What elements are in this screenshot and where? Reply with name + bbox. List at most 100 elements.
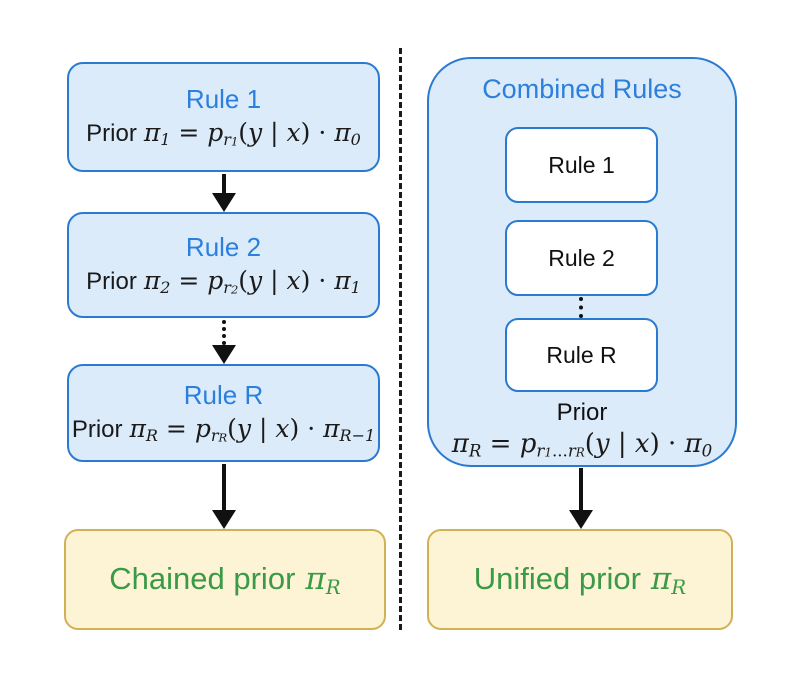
prior-label: Prior [71, 415, 123, 443]
prior-formula: πR = prR(y | x) · πR−1 [129, 413, 376, 446]
combined-rule-1-label: Rule 1 [548, 151, 615, 178]
math-token: ) [289, 413, 300, 443]
math-token: π [334, 265, 351, 295]
arrow-shaft-dotted [222, 320, 226, 345]
math-token: π [650, 561, 672, 597]
unified-prior-result-label: Unified prior [473, 561, 641, 596]
arrow-shaft [221, 174, 227, 193]
math-token: π [451, 429, 469, 459]
arrow-shaft [221, 464, 227, 510]
math-token: y [248, 117, 263, 147]
chained-prior-symbol: πR [305, 561, 340, 599]
arrow-head-icon [569, 510, 593, 529]
math-token: R−1 [339, 426, 376, 446]
combined-rule-2-box: Rule 2 [505, 220, 658, 296]
math-token: R [218, 430, 228, 445]
math-token: 0 [701, 441, 713, 461]
prior-formula: π1 = pr1(y | x) · π0 [143, 117, 361, 150]
chained-prior-label: Chained prior [109, 561, 296, 596]
math-token: 2 [230, 282, 239, 297]
math-token: R [325, 576, 341, 600]
math-token: ( [238, 265, 249, 295]
math-token: · [659, 429, 685, 459]
math-token: | [609, 429, 635, 459]
combined-rules-title: Combined Rules [482, 74, 682, 104]
math-token: | [262, 117, 287, 147]
math-token: x [286, 265, 301, 295]
math-token: ( [238, 117, 249, 147]
math-token: 1 [544, 445, 552, 460]
rule-1-title: Rule 1 [185, 84, 262, 115]
rule-2-title: Rule 2 [185, 232, 262, 263]
arrow-head-icon [212, 510, 236, 529]
arrow-shaft [578, 468, 584, 510]
math-token: π [143, 265, 161, 295]
math-token: r [210, 426, 219, 446]
math-token: ) [649, 429, 660, 459]
prior-label: Prior [86, 267, 137, 295]
math-token: r [223, 130, 231, 150]
math-token: ( [227, 413, 237, 443]
math-token: x [275, 413, 290, 443]
math-token: y [236, 413, 252, 443]
math-token: ( [584, 429, 595, 459]
prior-label: Prior [86, 119, 137, 147]
math-token: p [207, 265, 224, 295]
chained-prior-result-box: Chained prior πR [64, 529, 386, 630]
math-token: · [310, 265, 335, 295]
math-token: R [671, 576, 687, 600]
math-token: x [286, 117, 301, 147]
math-token: · [310, 117, 335, 147]
dashed-divider [399, 48, 402, 630]
math-token: r [536, 441, 545, 461]
math-token: = [157, 413, 195, 443]
unified-prior-result-box: Unified prior πR [427, 529, 733, 630]
combined-rule-1-box: Rule 1 [505, 127, 658, 203]
math-token: 1 [230, 134, 239, 149]
math-token: x [634, 429, 650, 459]
math-token: p [519, 429, 537, 459]
flow-arrow-3 [568, 468, 594, 529]
math-token: p [194, 413, 211, 443]
math-token: p [207, 117, 224, 147]
math-token: π [684, 429, 702, 459]
flow-arrow-dotted [211, 320, 237, 364]
math-token: y [594, 429, 610, 459]
math-token: r [567, 441, 576, 461]
unified-prior-result-symbol: πR [651, 561, 686, 599]
prior-formula: πR = pr1...rR(y | x) · π0 [451, 429, 713, 461]
math-token: 1 [160, 130, 171, 150]
math-token: r [223, 278, 231, 298]
math-token: = [170, 265, 208, 295]
math-token: = [170, 117, 208, 147]
math-token: 0 [350, 130, 361, 150]
math-token: R [145, 426, 158, 446]
combined-rule-R-box: Rule R [505, 318, 658, 392]
math-token: y [248, 265, 263, 295]
flow-arrow-2 [211, 464, 237, 529]
math-token: R [468, 441, 482, 461]
unified-prior-formula: πR = pr1...rR(y | x) · π0 [427, 428, 737, 460]
rule-R-title: Rule R [183, 380, 264, 411]
math-token: π [305, 561, 326, 597]
combined-rule-2-label: Rule 2 [548, 244, 615, 271]
prior-formula: π2 = pr2(y | x) · π1 [143, 265, 361, 298]
math-token: ) [300, 265, 311, 295]
math-token: π [323, 413, 340, 443]
flow-arrow-1 [211, 174, 237, 212]
math-token: ... [551, 441, 568, 461]
math-token: π [334, 117, 351, 147]
math-token: π [143, 117, 161, 147]
math-token: = [481, 429, 520, 459]
arrow-head-icon [212, 345, 236, 364]
dotted-connector [579, 297, 583, 318]
math-token: · [299, 413, 324, 443]
math-token: 2 [160, 278, 171, 298]
unified-prior-label: Prior [556, 399, 608, 426]
